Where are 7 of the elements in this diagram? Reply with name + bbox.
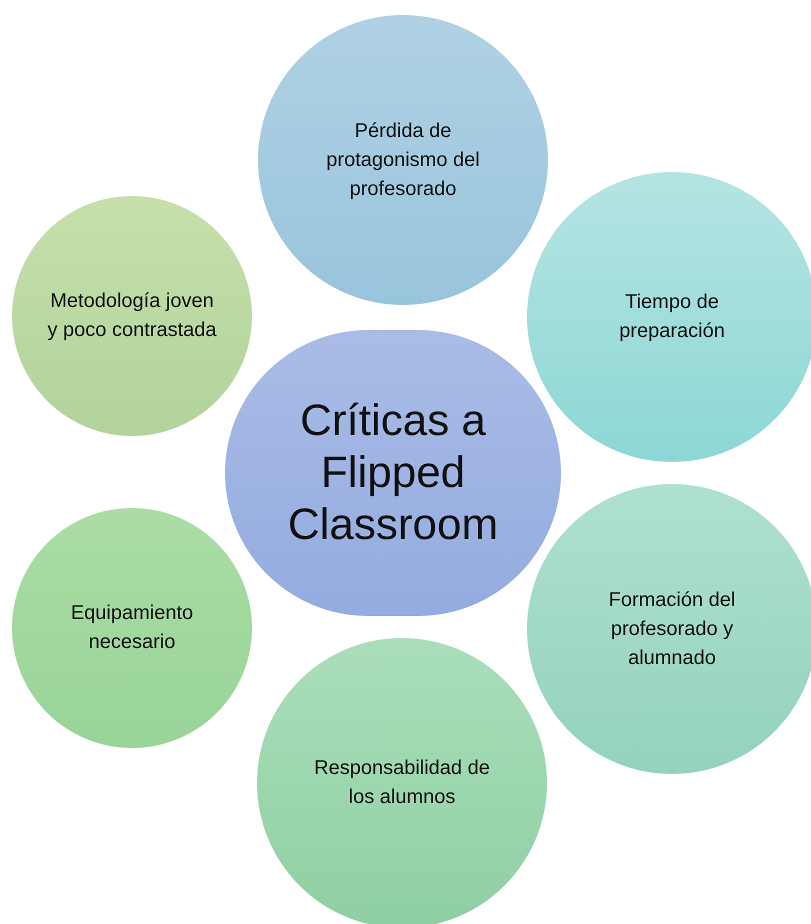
node-text: Metodología joven y poco contrastada	[47, 289, 217, 343]
node-text: Responsabilidad de los alumnos	[313, 756, 491, 810]
node-text: Equipamiento necesario	[70, 601, 194, 655]
node-text: Tiempo de preparación	[618, 290, 726, 344]
node-text: Pérdida de protagonismo del profesorado	[325, 118, 481, 202]
node-text: Críticas a Flipped Classroom	[286, 395, 500, 551]
node-text: Formación del profesorado y alumnado	[608, 588, 736, 670]
